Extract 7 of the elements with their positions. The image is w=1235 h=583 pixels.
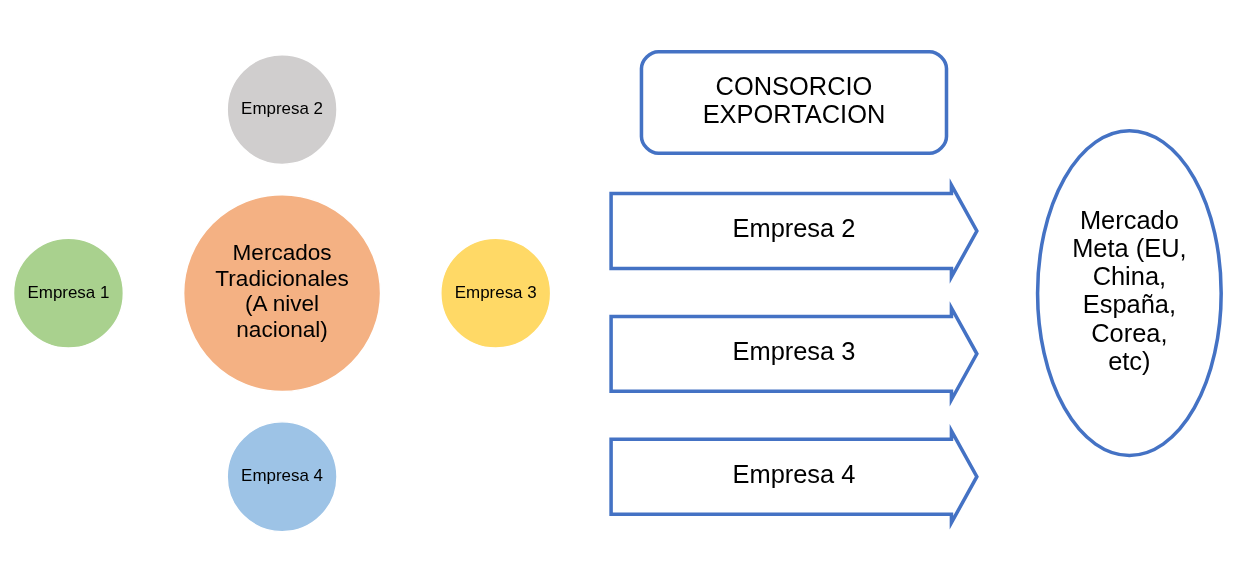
node-circle: Mercados Tradicionales (A nivel nacional) xyxy=(182,194,382,393)
node-circle: Empresa 1 xyxy=(12,237,125,349)
node-circle: Empresa 2 xyxy=(226,53,338,166)
node-ellipse: Mercado Meta (EU, China, España, Corea, etc) xyxy=(1035,128,1223,458)
node-circle: Empresa 3 xyxy=(440,237,552,349)
node-circle: Empresa 4 xyxy=(226,421,338,533)
node-box: CONSORCIO EXPORTACION xyxy=(639,49,949,156)
